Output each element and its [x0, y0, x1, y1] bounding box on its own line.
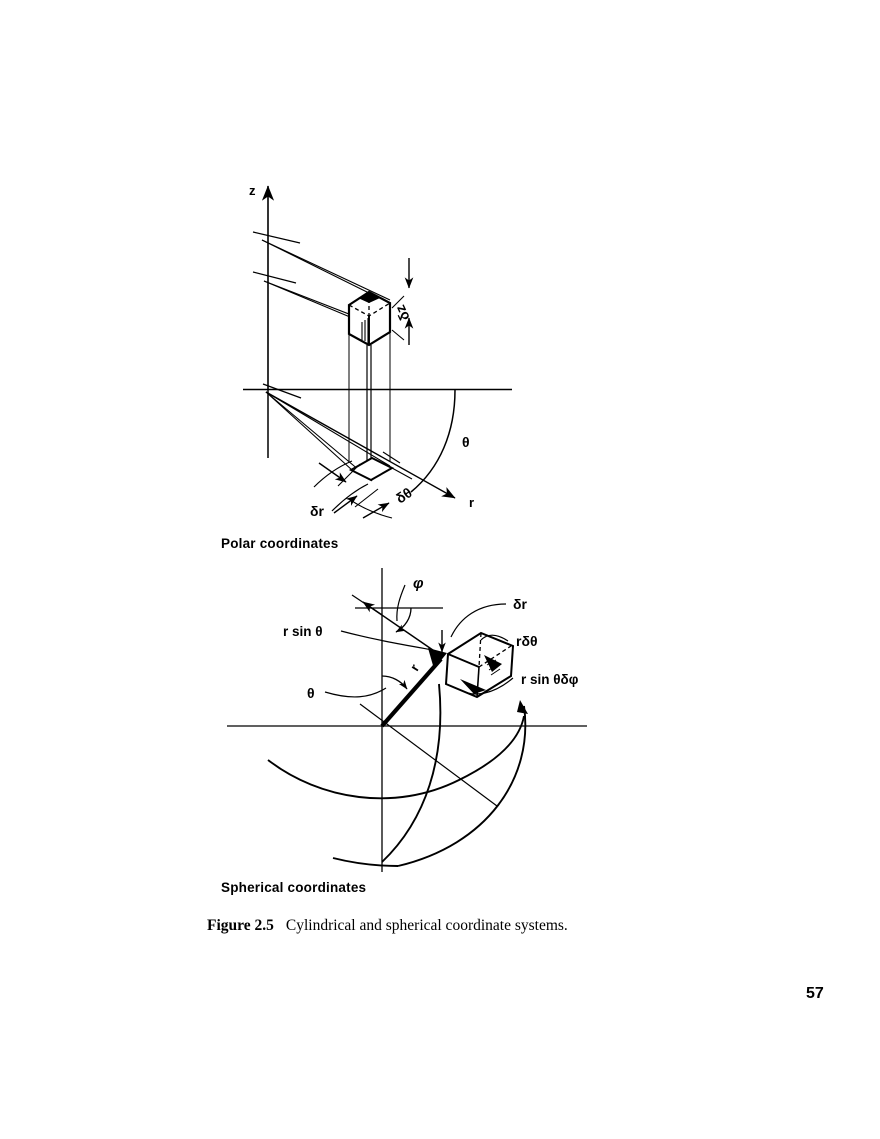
- vertical-projection-lines: [348, 332, 391, 478]
- base-cell-guides: [337, 451, 413, 508]
- label-r-sin-theta: r sin θ: [283, 624, 323, 639]
- label-phi-angle: φ: [413, 575, 424, 592]
- label-delta-r-spherical: δr: [513, 596, 527, 612]
- arc-arrowhead: [517, 700, 528, 714]
- label-theta-angle-spherical: θ: [307, 685, 315, 701]
- equator-chord: [359, 703, 498, 807]
- label-r-delta-theta: rδθ: [516, 633, 538, 649]
- page-number: 57: [806, 985, 824, 1002]
- polar-volume-element: [347, 290, 392, 347]
- r-axis: [265, 391, 456, 499]
- delta-z-dimension: [391, 258, 414, 345]
- label-r-axis: r: [469, 495, 474, 510]
- spherical-panel: φ r sin θ θ r δr rδθ r sin θδφ: [227, 568, 587, 872]
- label-z-axis: z: [249, 183, 256, 198]
- theta-arc: [410, 389, 456, 493]
- figure-caption: Figure 2.5 Cylindrical and spherical coor…: [207, 917, 807, 935]
- figure-caption-text: Cylindrical and spherical coordinate sys…: [285, 917, 568, 934]
- label-delta-theta: δθ: [393, 484, 415, 506]
- label-r-vector: r: [407, 661, 422, 673]
- theta-angle-arc: [381, 675, 408, 690]
- label-delta-z: δz: [392, 303, 413, 324]
- polar-coordinates-label: Polar coordinates: [221, 536, 339, 551]
- leader-lines: [324, 584, 514, 698]
- sphere-arcs: [267, 683, 527, 867]
- phi-angle-arc: [395, 607, 412, 633]
- spherical-volume-element: [444, 631, 515, 699]
- label-r-sin-theta-delta-phi: r sin θδφ: [521, 672, 579, 687]
- delta-r-dimension: [313, 460, 369, 514]
- label-theta-angle: θ: [462, 434, 470, 450]
- spherical-coordinates-label: Spherical coordinates: [221, 880, 367, 895]
- phi-ray-extension: [351, 594, 383, 616]
- polar-panel: z r θ δz δr δθ: [243, 183, 512, 519]
- delta-theta-dimension: [348, 498, 393, 519]
- figure-caption-number: Figure 2.5: [207, 917, 274, 934]
- label-delta-r: δr: [310, 503, 324, 519]
- r-vector: [380, 648, 447, 728]
